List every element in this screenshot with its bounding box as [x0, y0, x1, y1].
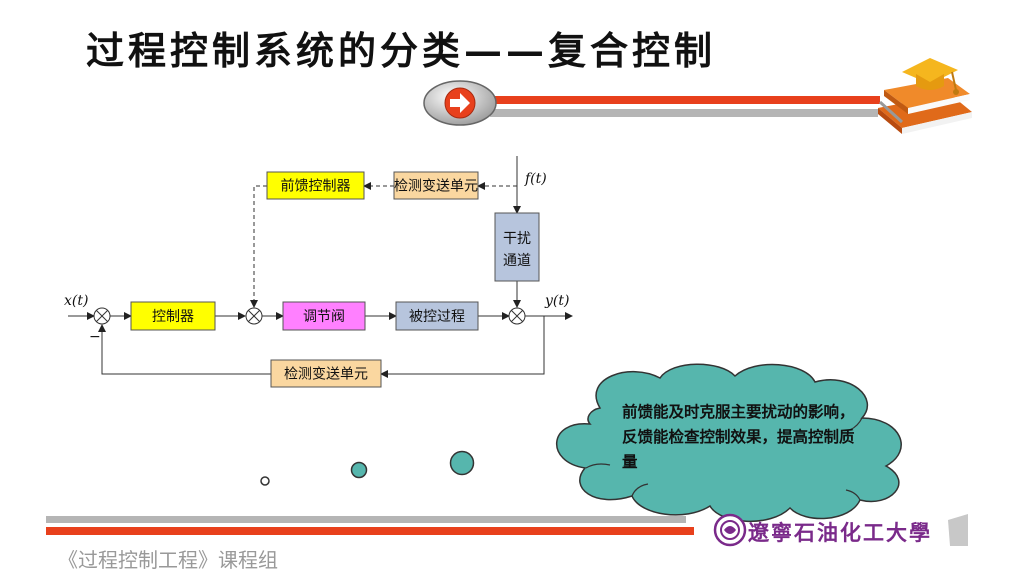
disturbance-channel-label-line1: 干扰 [503, 231, 531, 247]
books-icon [878, 58, 972, 134]
disturbance-channel-block: 干扰 通道 [494, 212, 540, 282]
red-bar [480, 96, 880, 104]
summing-junction-2 [245, 307, 263, 325]
disturbance-channel-label-line2: 通道 [503, 253, 531, 269]
feedforward-controller-label: 前馈控制器 [281, 178, 351, 195]
controller-label: 控制器 [152, 309, 194, 325]
summing-junction-1 [93, 307, 111, 325]
footer-red-bar [46, 527, 694, 535]
disturbance-signal-label: f(t) [524, 171, 547, 187]
controller-block: 控制器 [130, 301, 216, 331]
course-footer: 《过程控制工程》课程组 [58, 548, 278, 572]
valve-block: 调节阀 [282, 301, 366, 331]
summing-junction-3 [508, 307, 526, 325]
feedback-transmitter-block: 检测变送单元 [270, 359, 382, 388]
university-emblem-icon [713, 513, 747, 547]
university-name: 遼寧石油化工大學 [748, 520, 932, 545]
input-signal-label: x(t) [64, 293, 88, 309]
minus-sign: − [89, 329, 101, 345]
valve-label: 调节阀 [303, 309, 345, 325]
gray-bar [490, 109, 878, 117]
disturbance-transmitter-label: 检测变送单元 [394, 179, 478, 195]
feedforward-controller-block: 前馈控制器 [266, 171, 365, 200]
feedback-transmitter-label: 检测变送单元 [284, 367, 368, 383]
bubble-medium [350, 461, 368, 479]
corner-decoration [948, 514, 968, 546]
disturbance-transmitter-block: 检测变送单元 [393, 171, 479, 200]
process-label: 被控过程 [409, 309, 465, 325]
footer-gray-bar [46, 516, 686, 523]
arrow-right-icon [450, 93, 470, 113]
title-decoration [423, 80, 880, 126]
process-block: 被控过程 [395, 301, 479, 331]
bubble-small [260, 476, 270, 486]
page-title: 过程控制系统的分类——复合控制 [86, 28, 717, 73]
callout-cloud [556, 363, 902, 522]
output-signal-label: y(t) [544, 293, 569, 309]
callout-text: 前馈能及时克服主要扰动的影响，反馈能检查控制效果，提高控制质量 [622, 403, 855, 471]
bubble-large [449, 450, 475, 476]
